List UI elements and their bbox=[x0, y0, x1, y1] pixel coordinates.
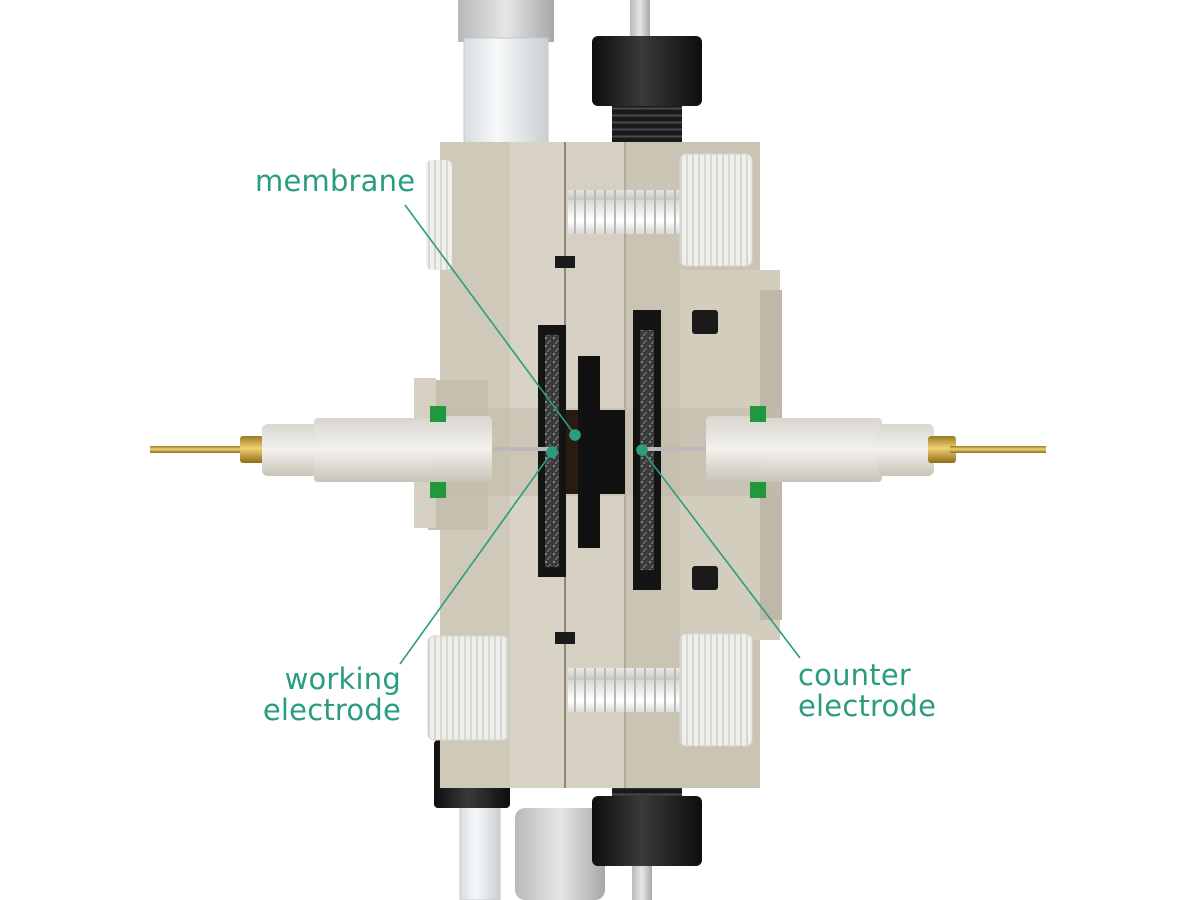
counter-electrode-label: counter electrode bbox=[798, 660, 936, 722]
probe-right bbox=[646, 406, 934, 498]
membrane-marker-dot bbox=[569, 429, 581, 441]
tube-top-right bbox=[630, 0, 650, 40]
counter-electrode-marker-dot bbox=[636, 444, 648, 456]
probe-left bbox=[262, 406, 552, 498]
working-electrode-label-line1: working bbox=[284, 662, 401, 696]
membrane-label-text: membrane bbox=[255, 164, 416, 198]
working-electrode-label: working electrode bbox=[255, 664, 401, 726]
tube-bottom-left bbox=[459, 799, 605, 900]
tube-bottom-right bbox=[632, 860, 652, 900]
working-electrode-leader-line bbox=[399, 451, 553, 665]
working-electrode-label-line2: electrode bbox=[262, 693, 401, 727]
white-screw-icon bbox=[568, 633, 753, 747]
membrane-leader-line bbox=[404, 204, 576, 436]
tube-top-left bbox=[458, 0, 554, 149]
electrode-stack bbox=[538, 310, 661, 590]
white-screw-icon bbox=[568, 153, 753, 267]
white-screw-icon bbox=[427, 635, 509, 741]
black-fitting-icon bbox=[592, 36, 702, 146]
counter-electrode-label-line2: electrode bbox=[798, 689, 937, 723]
gold-pin-icon bbox=[928, 436, 1046, 463]
gold-pin-icon bbox=[150, 436, 268, 463]
membrane-label: membrane bbox=[255, 166, 415, 197]
annotation-leaders bbox=[399, 204, 801, 665]
working-electrode-marker-dot bbox=[546, 446, 558, 458]
counter-electrode-leader-line bbox=[641, 449, 801, 659]
counter-electrode-label-line1: counter bbox=[798, 658, 911, 692]
white-screw-icon bbox=[426, 160, 452, 270]
